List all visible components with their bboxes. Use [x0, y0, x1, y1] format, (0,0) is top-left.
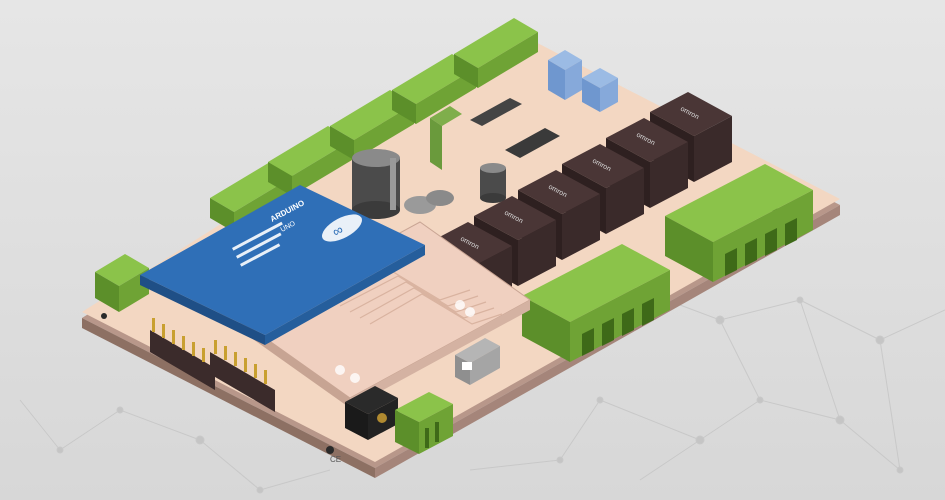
terminal-block-front: [395, 392, 453, 454]
regulator-heatsink: [404, 190, 454, 214]
pin-header-left: [150, 318, 275, 412]
small-components: [430, 98, 560, 170]
dip-switch-group: [548, 50, 618, 112]
terminal-block-right-lower: [522, 244, 670, 362]
electrolytic-capacitor: [352, 149, 400, 219]
dc-power-jack: [345, 386, 398, 440]
terminal-block-right-upper: [665, 164, 813, 282]
usb-b-connector: [455, 338, 500, 385]
ce-mark: CE: [330, 455, 341, 464]
arduino-board: ∞ ARDUINO UNO: [140, 185, 425, 345]
network-background: [19, 286, 945, 494]
terminal-block-row-top: [210, 18, 538, 232]
terminal-block: [454, 18, 538, 88]
small-capacitor: [480, 163, 506, 203]
relay-array: omron omron omron omron omron: [430, 92, 732, 312]
arduino-logo: ∞: [322, 214, 362, 242]
